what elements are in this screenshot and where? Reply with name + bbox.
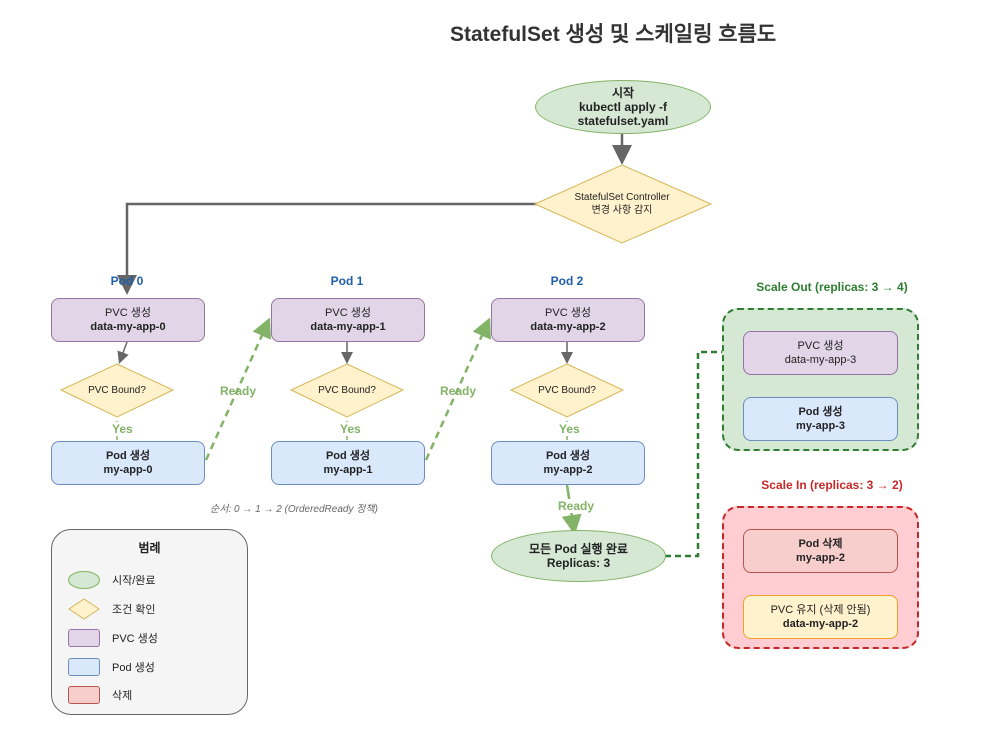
scale-in-keep-line2: data-my-app-2 [782,618,859,630]
scale-out-pvc-node: PVC 생성 data-my-app-3 [743,331,898,375]
legend-item: 삭제 [68,686,132,704]
legend-label: PVC 생성 [112,633,158,645]
check-label-2: PVC Bound? [538,384,596,396]
pod-1-line2: my-app-1 [323,464,373,476]
legend-swatch-rect [68,658,100,676]
scale-in-del-line1: Pod 삭제 [798,538,843,550]
legend-label: 삭제 [112,690,133,702]
yes-label-2: Yes [557,422,582,436]
legend-item: 조건 확인 [68,598,156,620]
controller-node: StatefulSet Controller 변경 사항 감지 [555,188,689,220]
done-line1: 모든 Pod 실행 완료 [529,542,628,556]
legend-label: Pod 생성 [112,662,155,674]
pvc-node-0: PVC 생성 data-my-app-0 [51,298,205,342]
arrow-ready-pod0-to-pvc1 [204,317,271,461]
yes-label-0: Yes [110,422,135,436]
legend-item: 시작/완료 [68,571,156,589]
ready-label-0: Ready [220,384,257,398]
start-node: 시작 kubectl apply -f statefulset.yaml [535,80,711,134]
start-line2: kubectl apply -f [578,100,667,114]
legend-title: 범례 [138,541,161,555]
ready-label-2: Ready [556,499,597,513]
scale-out-title: Scale Out (replicas: 3 → 4) [756,280,908,294]
check-label-0: PVC Bound? [88,384,146,396]
yes-label-1: Yes [338,422,363,436]
pod-2-line2: my-app-2 [543,464,593,476]
check-diamond-0 [59,363,175,418]
legend-label: 조건 확인 [112,604,156,616]
legend-swatch-rect [68,686,100,704]
scale-in-keep-node: PVC 유지 (삭제 안됨) data-my-app-2 [743,595,898,639]
pod-node-0: Pod 생성 my-app-0 [51,441,205,485]
legend-item: PVC 생성 [68,629,158,647]
pod-node-1: Pod 생성 my-app-1 [271,441,425,485]
scale-in-keep-line1: PVC 유지 (삭제 안됨) [770,604,871,616]
done-node: 모든 Pod 실행 완료 Replicas: 3 [491,530,666,582]
legend-swatch-rect [68,629,100,647]
pvc-2-line1: PVC 생성 [545,307,591,319]
order-note: 순서: 0 → 1 → 2 (OrderedReady 정책) [210,504,378,515]
pod-header-2: Pod 2 [550,274,584,288]
ready-label-1: Ready [440,384,477,398]
check-label-1: PVC Bound? [318,384,376,396]
page-title: StatefulSet 생성 및 스케일링 흐름도 [450,23,777,46]
arrow-done-to-scale-out [665,342,745,558]
legend-item: Pod 생성 [68,658,155,676]
scale-out-pod-line1: Pod 생성 [798,406,843,418]
scale-out-pod-node: Pod 생성 my-app-3 [743,397,898,441]
arrow-controller-to-pvc0 [117,202,537,295]
pod-node-2: Pod 생성 my-app-2 [491,441,645,485]
pvc-1-line1: PVC 생성 [325,307,371,319]
arrow-ready-pod1-to-pvc2 [424,317,491,461]
scale-out-pvc-line1: PVC 생성 [797,340,844,352]
arrow-pvc0-to-check [117,341,129,364]
pvc-0-line1: PVC 생성 [105,307,151,319]
pvc-node-2: PVC 생성 data-my-app-2 [491,298,645,342]
check-diamond-2 [509,363,625,418]
pvc-node-1: PVC 생성 data-my-app-1 [271,298,425,342]
pod-0-line1: Pod 생성 [105,450,151,462]
scale-in-delete-node: Pod 삭제 my-app-2 [743,529,898,573]
legend-label: 시작/완료 [112,575,156,587]
pvc-1-line2: data-my-app-1 [310,321,386,333]
scale-out-pvc-line2: data-my-app-3 [784,354,857,366]
scale-in-del-line2: my-app-2 [796,552,845,564]
start-line3: statefulset.yaml [577,114,669,128]
pvc-2-line2: data-my-app-2 [530,321,606,333]
legend-swatch-diamond [68,598,100,620]
done-line2: Replicas: 3 [546,556,611,570]
scale-in-title: Scale In (replicas: 3 → 2) [761,478,903,492]
start-line1: 시작 [611,86,635,100]
pvc-0-line2: data-my-app-0 [90,321,166,333]
controller-diamond [533,164,713,244]
check-diamond-1 [289,363,405,418]
legend-swatch-ellipse [68,571,100,589]
pod-2-line1: Pod 생성 [545,450,591,462]
pod-header-1: Pod 1 [330,274,364,288]
controller-line1: StatefulSet Controller [574,192,670,203]
controller-line2: 변경 사항 감지 [591,205,653,216]
pod-header-0: Pod 0 [110,274,144,288]
scale-out-pod-line2: my-app-3 [796,420,845,432]
pod-1-line1: Pod 생성 [325,450,371,462]
pod-0-line2: my-app-0 [103,464,153,476]
